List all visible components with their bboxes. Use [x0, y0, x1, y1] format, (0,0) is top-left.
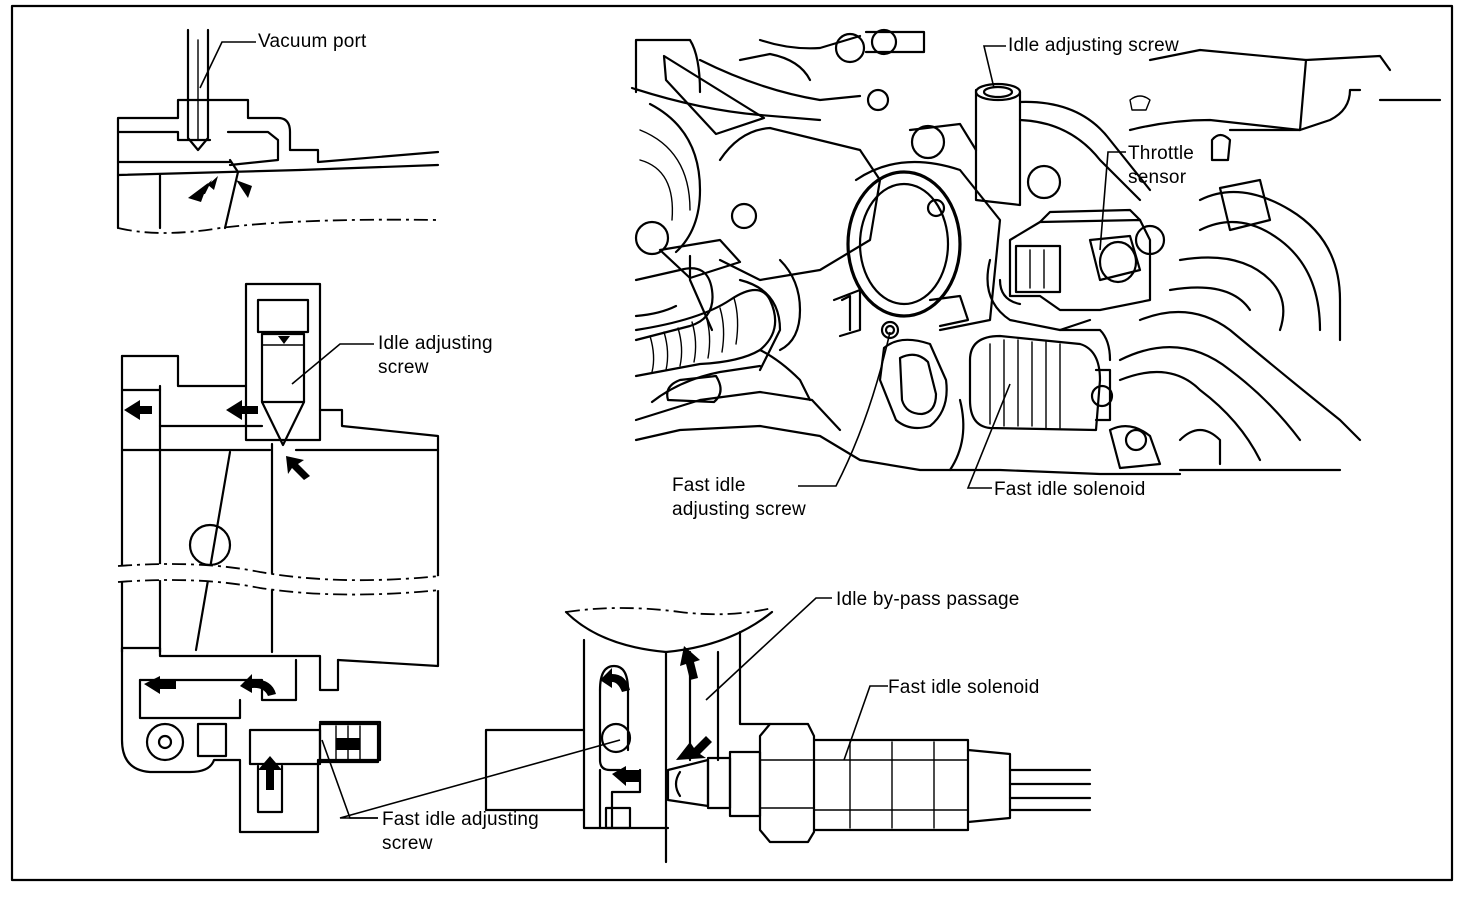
label-idle-adj-top-text: Idle adjusting screw: [1008, 35, 1179, 56]
vacuum-port-tube: [186, 28, 210, 152]
leader-fast-idle-left: [321, 739, 378, 819]
label-fast-idle-adjusting-screw-mid: Fast idle adjusting screw: [672, 474, 806, 522]
label-fast-idle-adj-mid-line1: Fast idle: [672, 475, 746, 496]
label-fast-idle-adjusting-screw-left: Fast idle adjusting screw: [382, 808, 539, 856]
bypass-passage-section: [484, 607, 1092, 864]
leader-fast-idle-mid: [798, 331, 891, 487]
label-throttle-sensor-line1: Throttle: [1128, 143, 1195, 164]
throttle-body-section: [117, 282, 441, 834]
leader-fast-idle-solenoid-bottom: [843, 685, 888, 761]
label-fast-idle-adj-left-line2: screw: [382, 833, 433, 854]
label-fast-idle-adj-left-line1: Fast idle adjusting: [382, 809, 539, 830]
label-idle-adj-left-line1: Idle adjusting: [378, 333, 493, 354]
leader-fast-idle-solenoid-top: [966, 383, 1011, 489]
label-idle-adjusting-screw-top: Idle adjusting screw: [1008, 34, 1179, 58]
leader-idle-adj-left: [291, 343, 374, 385]
leader-throttle-sensor: [1099, 151, 1126, 251]
label-fast-idle-solenoid-bottom-text: Fast idle solenoid: [888, 677, 1040, 698]
leader-fast-idle-left-2: [339, 739, 621, 819]
leader-idle-adj-top: [982, 45, 1006, 89]
label-idle-adjusting-screw-left: Idle adjusting screw: [378, 332, 493, 380]
label-fast-idle-solenoid-top: Fast idle solenoid: [994, 478, 1145, 502]
label-fast-idle-solenoid-bottom: Fast idle solenoid: [888, 676, 1039, 700]
label-fast-idle-adj-mid-line2: adjusting screw: [672, 499, 806, 520]
leader-lines: [199, 41, 1126, 819]
figure-border: [10, 4, 1454, 882]
label-vacuum-port-text: Vacuum port: [258, 31, 367, 52]
engine-illustration: [630, 28, 1442, 476]
label-throttle-sensor-line2: sensor: [1128, 167, 1187, 188]
label-fast-idle-solenoid-top-text: Fast idle solenoid: [994, 479, 1146, 500]
label-throttle-sensor: Throttle sensor: [1128, 142, 1194, 190]
vacuum-port-section: [116, 28, 440, 234]
leader-bypass: [705, 597, 832, 701]
label-idle-adj-left-line2: screw: [378, 357, 429, 378]
label-idle-bypass-passage: Idle by-pass passage: [836, 588, 1020, 612]
leader-vacuum-port: [199, 41, 256, 89]
label-vacuum-port: Vacuum port: [258, 30, 367, 54]
label-idle-bypass-passage-text: Idle by-pass passage: [836, 589, 1020, 610]
